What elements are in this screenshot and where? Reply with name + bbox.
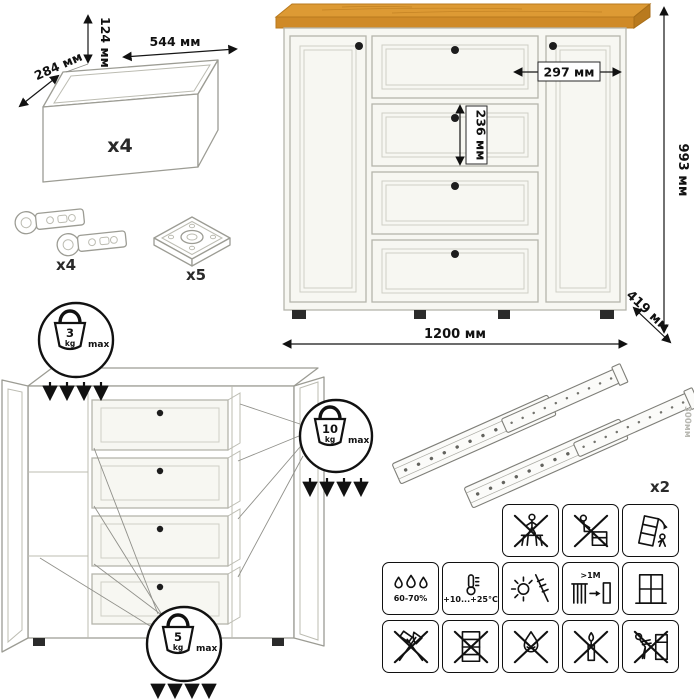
slide-rail-icon	[464, 387, 694, 509]
temperature-label: +10...+25°C	[443, 594, 498, 604]
no-moisture-cell	[502, 620, 559, 673]
kettlebell-icon: 10 kg max	[313, 405, 369, 447]
open-drawer-1	[91, 392, 241, 451]
drawer-height-label: 124 мм	[98, 17, 113, 68]
hinge-icon	[14, 208, 86, 235]
open-drawer-2	[91, 450, 241, 509]
no-standing-icon	[513, 513, 548, 547]
hinges-count: x4	[56, 256, 76, 274]
drawer-front-3	[371, 171, 539, 235]
bottom-load-limit-badge: 5 kg max	[145, 605, 223, 700]
drawer-height-dimension: 236 мм	[455, 104, 489, 166]
dresser-dimensions-diagram: 297 мм 236 мм 993 мм 1200 мм 419 мм	[274, 2, 690, 349]
left-door	[289, 35, 367, 303]
temperature-icon	[465, 573, 479, 595]
heat-distance-label: >1M	[580, 570, 601, 580]
svg-text:max: max	[196, 644, 217, 654]
open-dresser-wireframe	[1, 367, 325, 653]
height-dimension: 993 мм	[659, 6, 690, 334]
dim-arrow-depth	[18, 74, 60, 108]
no-sitting-cell	[562, 504, 619, 557]
hinges-diagram: x4	[14, 208, 128, 274]
heat-distance-cell: >1M	[562, 562, 619, 615]
svg-text:kg: kg	[65, 339, 75, 348]
drawer-knob	[451, 46, 459, 54]
no-sharp-tools-icon	[393, 629, 428, 663]
no-excess-moisture-icon	[513, 630, 548, 663]
no-climbing-cabinet-icon	[453, 630, 488, 663]
no-dragging-cell	[622, 620, 679, 673]
door-width-dimension: 297 мм	[513, 61, 622, 82]
no-sitting-icon	[573, 514, 608, 547]
care-icons-row-1	[502, 504, 679, 557]
no-standing-cell	[502, 504, 559, 557]
door-knob	[549, 42, 557, 50]
care-icons-row-2: 60-70% +10...+25°C	[382, 562, 679, 615]
load-limit-diagram: 3 kg max 10 kg max	[1, 301, 374, 700]
dim-arrow-width	[122, 44, 238, 62]
drawer-box-wireframe	[42, 59, 219, 183]
humidity-label: 60-70%	[393, 593, 428, 603]
svg-text:1200 мм: 1200 мм	[424, 327, 486, 342]
drawer-knob	[451, 250, 459, 258]
dresser-wood-top	[274, 2, 652, 29]
svg-text:297 мм: 297 мм	[544, 65, 595, 80]
sunlight-cell	[502, 562, 559, 615]
svg-text:3: 3	[66, 326, 74, 340]
humidity-cell: 60-70%	[382, 562, 439, 615]
svg-text:5: 5	[174, 630, 182, 644]
svg-text:max: max	[88, 340, 109, 350]
drawer-knob	[451, 114, 459, 122]
mount-plate-icon	[153, 216, 231, 267]
slides-count: x2	[650, 478, 670, 496]
ventilation-window-icon	[634, 573, 667, 604]
svg-text:993 мм: 993 мм	[675, 144, 690, 197]
slides-length: 300мм	[682, 406, 692, 438]
no-sharp-tools-cell	[382, 620, 439, 673]
no-open-flame-cell	[562, 620, 619, 673]
drawer-front-2	[371, 103, 539, 167]
kettlebell-icon: 5 kg max	[161, 613, 217, 655]
width-dimension: 1200 мм	[282, 327, 628, 349]
drawer-front-1	[371, 35, 539, 99]
mount-plate-diagram: x5	[153, 216, 231, 284]
svg-text:max: max	[348, 436, 369, 446]
svg-text:10: 10	[322, 422, 338, 436]
extension-line	[65, 63, 89, 73]
no-open-flame-icon	[573, 630, 608, 663]
plates-count: x5	[186, 266, 206, 284]
care-icons-row-3	[382, 620, 679, 673]
door-knob	[355, 42, 363, 50]
drawer-front-4	[371, 239, 539, 303]
drawer-load-limit-badge: 10 kg max	[298, 398, 374, 498]
no-dragging-icon	[633, 630, 668, 663]
drawer-box-count: x4	[107, 135, 132, 157]
drawer-slides-diagram: x2 300мм	[392, 363, 694, 509]
kettlebell-icon: 3 kg max	[53, 309, 109, 351]
tip-over-warning-icon	[637, 514, 668, 547]
tip-over-warning-cell	[622, 504, 679, 557]
pointer-lines	[39, 403, 304, 627]
open-drawer-3	[91, 508, 241, 567]
sunlight-protection-icon	[510, 573, 549, 602]
drawer-box-diagram: x4 124 мм 544 мм 284 мм	[18, 14, 238, 183]
temperature-cell: +10...+25°C	[442, 562, 499, 615]
no-climbing-cell	[442, 620, 499, 673]
slide-rail-icon	[392, 363, 629, 485]
humidity-icon	[393, 574, 428, 588]
hinge-icon	[56, 230, 128, 257]
svg-text:236 мм: 236 мм	[474, 110, 489, 161]
svg-text:kg: kg	[173, 643, 183, 652]
top-load-limit-badge: 3 kg max	[37, 301, 115, 402]
drawer-knob	[451, 182, 459, 190]
heat-distance-icon	[570, 582, 611, 605]
drawer-width-label: 544 мм	[150, 34, 201, 49]
svg-text:kg: kg	[325, 435, 335, 444]
ventilation-cell	[622, 562, 679, 615]
